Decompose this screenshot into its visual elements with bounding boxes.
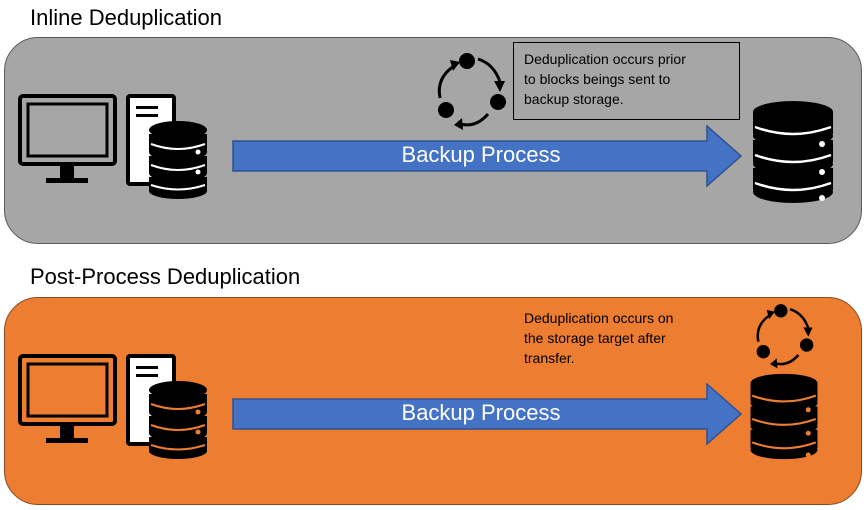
computer-icon xyxy=(18,92,218,207)
post-arrow-label: Backup Process xyxy=(401,400,561,425)
computer-svg xyxy=(18,94,207,199)
inline-note: Deduplication occurs prior to blocks bei… xyxy=(513,42,740,120)
post-note: Deduplication occurs on the storage targ… xyxy=(513,301,743,379)
inline-arrow-label: Backup Process xyxy=(401,142,561,167)
computer-svg xyxy=(18,354,207,459)
post-backup-arrow: Backup Process xyxy=(231,382,743,446)
computer-monitor-icon xyxy=(18,94,117,183)
inline-section-title: Inline Deduplication xyxy=(30,5,223,30)
database-icon xyxy=(149,121,207,199)
database-icon xyxy=(149,381,207,459)
cycle-icon xyxy=(432,48,512,137)
cycle-icon xyxy=(750,300,820,375)
post-section-title: Post-Process Deduplication xyxy=(30,264,301,289)
inline-backup-arrow: Backup Process xyxy=(231,124,743,188)
computer-icon xyxy=(18,352,218,467)
storage-database-icon xyxy=(748,373,820,470)
computer-monitor-icon xyxy=(18,354,117,443)
storage-database-icon xyxy=(750,100,836,215)
